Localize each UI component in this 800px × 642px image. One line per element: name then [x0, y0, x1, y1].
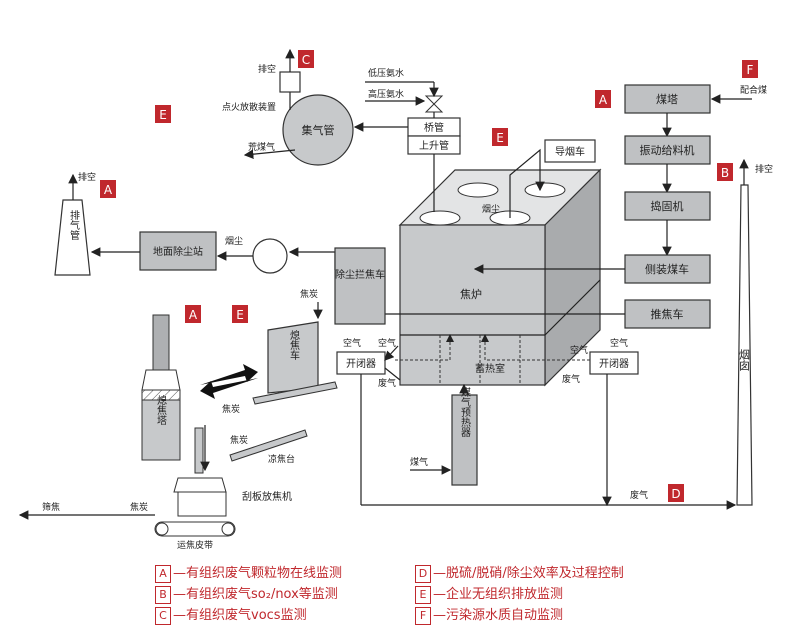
side-charging-car-box [624, 254, 711, 284]
coke-label-4: 焦炭 [130, 501, 148, 513]
gas-collector-main [282, 94, 354, 166]
coke-belt [154, 521, 236, 537]
svg-text:A: A [189, 308, 198, 322]
svg-text:D: D [671, 487, 680, 501]
marker-A-quench [185, 305, 201, 323]
marker-E-top [155, 105, 171, 123]
air-label-1: 空气 [343, 337, 361, 349]
pusher-car-label: 推焦车 [651, 307, 684, 321]
svg-text:E: E [496, 131, 504, 145]
gas-in-label: 煤气 [410, 456, 428, 468]
coke-label-3: 焦炭 [230, 434, 248, 446]
quench-tower [141, 399, 181, 461]
marker-A-left [100, 180, 116, 198]
coke-label-2: 焦炭 [222, 403, 240, 415]
coke-platform [229, 429, 308, 462]
svg-text:A: A [104, 183, 113, 197]
station-smoke-dust-label: 烟尘 [225, 235, 243, 247]
legend-item-C: C—有组织废气vocs监测 [155, 604, 307, 625]
waste-gas-label-3: 废气 [630, 489, 648, 501]
left-vent-label: 排空 [78, 171, 96, 183]
switcher-left-label: 开闭器 [346, 357, 376, 370]
coke-oven [398, 168, 602, 387]
air-label-2: 空气 [378, 337, 396, 349]
pusher-car-box [624, 299, 711, 329]
ignition-device-label: 点火放散装置 [222, 101, 276, 113]
svg-text:B: B [721, 166, 729, 180]
switcher-right-label: 开闭器 [599, 357, 629, 370]
raw-gas-label: 荒煤气 [248, 141, 275, 153]
tamping-machine-label: 捣固机 [651, 199, 684, 213]
svg-text:E: E [236, 308, 244, 322]
quench-tower-stack [152, 314, 170, 371]
smoke-guide-car-label: 导烟车 [555, 145, 585, 158]
vibrating-feeder-box [624, 135, 711, 165]
regenerator-label: 蓄热室 [475, 362, 505, 375]
gas-preheater-box [451, 394, 478, 486]
legend-item-F: F—污染源水质自动监测 [415, 604, 563, 625]
tamping-machine-box [624, 191, 711, 221]
coke-oven-label: 焦炉 [460, 288, 482, 301]
screened-coke-label: 筛焦 [42, 501, 60, 513]
marker-E-oven [492, 128, 508, 146]
coke-label-1: 焦炭 [300, 288, 318, 300]
quench-tower-label: 熄焦塔 [155, 394, 167, 426]
low-pressure-ammonia-label: 低压氨水 [368, 67, 404, 79]
svg-text:F: F [747, 63, 754, 77]
waste-gas-label-2: 废气 [562, 373, 580, 385]
marker-E-quench [232, 305, 248, 323]
riser-pipe-label: 上升管 [419, 139, 449, 152]
transfer-arrow-left [200, 378, 258, 399]
bridge-pipe-label: 桥管 [424, 121, 444, 134]
blended-coal-label: 配合煤 [740, 84, 767, 96]
svg-text:E: E [159, 108, 167, 122]
switcher-right-box [589, 351, 639, 375]
high-pressure-ammonia-label: 高压氨水 [368, 88, 404, 100]
quench-car-label: 熄焦车 [288, 329, 300, 361]
coke-guide-car-box [334, 247, 386, 325]
air-label-4: 空气 [610, 337, 628, 349]
scraper-machine-label: 刮板放焦机 [242, 490, 292, 503]
marker-A-right [595, 90, 611, 108]
legend-item-B: B—有组织废气so₂/nox等监测 [155, 583, 338, 604]
coal-tower-label: 煤塔 [656, 93, 678, 106]
scraper-machine [177, 491, 227, 517]
svg-text:C: C [302, 53, 310, 67]
marker-F-right [742, 60, 758, 78]
coke-platform-label: 凉焦台 [268, 453, 295, 465]
side-charging-car-label: 侧装煤车 [645, 262, 689, 276]
waste-gas-label-1: 废气 [378, 377, 396, 389]
chimney-label: 烟囱 [738, 348, 751, 371]
coal-tower-box [624, 84, 711, 114]
chimney-vent-label: 排空 [755, 163, 773, 175]
marker-B-right [717, 163, 733, 181]
marker-D-bottom [668, 484, 684, 502]
collector-main-label: 集气管 [302, 123, 335, 137]
oven-smoke-dust-label: 烟尘 [482, 203, 500, 215]
ignition-device [279, 71, 301, 93]
legend-item-D: D—脱硫/脱硝/除尘效率及过程控制 [415, 562, 624, 583]
smoke-guide-car-box [544, 139, 596, 163]
exhaust-pipe [54, 199, 91, 276]
transfer-arrow-right [200, 364, 258, 385]
legend-item-E: E—企业无组织排放监测 [415, 583, 563, 604]
svg-text:A: A [599, 93, 608, 107]
ground-dust-station-label: 地面除尘站 [153, 245, 203, 258]
vibrating-feeder-label: 振动给料机 [640, 143, 695, 157]
marker-C-top [298, 50, 314, 68]
chimney [736, 184, 753, 506]
fan [252, 238, 288, 274]
ground-dust-station-box [139, 231, 217, 271]
coke-guide-car-label: 除尘拦焦车 [335, 268, 385, 281]
air-label-3: 空气 [570, 344, 588, 356]
exhaust-pipe-label: 排气管 [68, 209, 80, 241]
legend-item-A: A—有组织废气颗粒物在线监测 [155, 562, 342, 583]
gas-preheater-label: 煤气预热器 [459, 386, 471, 438]
coke-belt-label: 运焦皮带 [177, 539, 213, 551]
top-vent-label: 排空 [258, 63, 276, 75]
